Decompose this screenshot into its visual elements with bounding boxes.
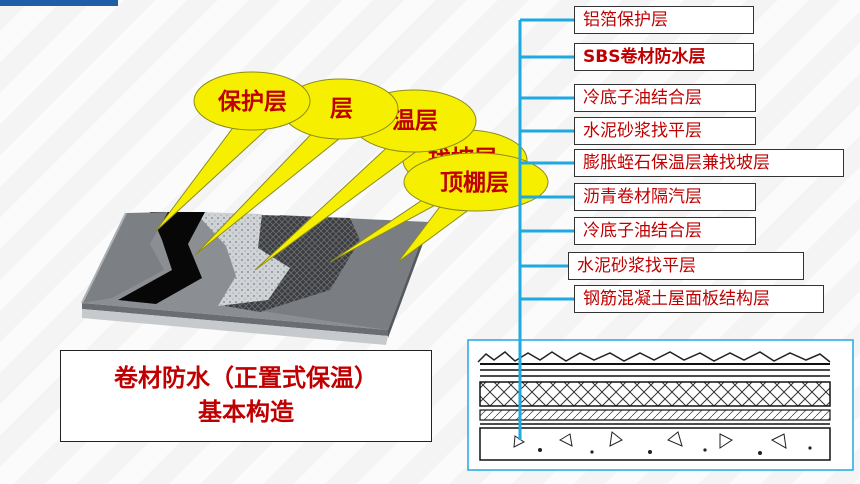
bubble-label-fangshui: 层 (330, 96, 353, 122)
bubble-label-baowen: 温层 (392, 108, 438, 134)
layer-label-6: 沥青卷材隔汽层 (574, 183, 756, 211)
bubble-dingpeng: 顶棚层 (397, 152, 549, 263)
layer-label-3: 冷底子油结合层 (574, 84, 756, 112)
bubble-baowen: 温层 (254, 89, 477, 271)
layer-label-9: 钢筋混凝土屋面板结构层 (574, 285, 824, 313)
layer-label-1: 铝箔保护层 (574, 6, 754, 34)
section-drawing (467, 339, 854, 471)
layer-label-4: 水泥砂浆找平层 (574, 117, 756, 145)
layer-label-2: SBS卷材防水层 (574, 43, 754, 71)
caption-line-2: 基本构造 (198, 398, 294, 426)
corner-accent (0, 0, 118, 6)
bubble-fangshui: 层 (194, 78, 399, 256)
layer-label-5: 膨胀蛭石保温层兼找坡层 (574, 149, 844, 177)
bubble-label-dingpeng: 顶棚层 (440, 170, 509, 196)
layer-label-7: 冷底子油结合层 (574, 217, 756, 245)
roof-slab-3d (81, 212, 428, 345)
layer-label-8: 水泥砂浆找平层 (568, 252, 804, 280)
leader-lines (518, 18, 575, 440)
bubble-baohu: 保护层 (154, 71, 311, 233)
caption-box: 卷材防水（正置式保温） 基本构造 (60, 350, 432, 442)
caption-line-1: 卷材防水（正置式保温） (114, 364, 378, 392)
bubble-label-baohu: 保护层 (217, 88, 287, 115)
